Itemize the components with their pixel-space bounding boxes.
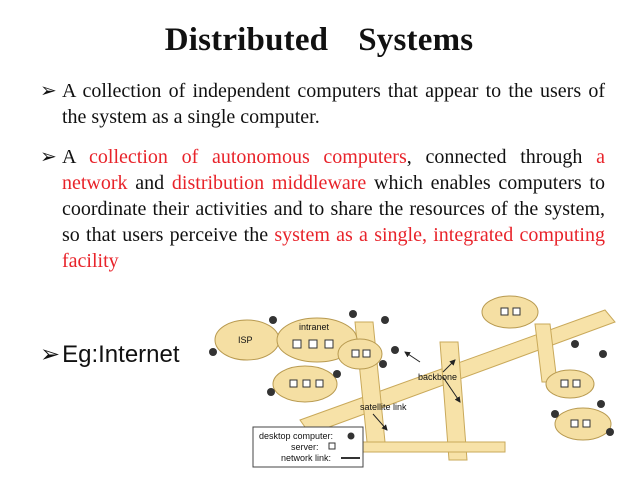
desktop-computer-icons: [209, 310, 614, 436]
isp-cloud: ISP: [214, 319, 280, 361]
legend-desktop-icon: [347, 432, 355, 440]
bullet-2-highlight: system as a single, integrated computing…: [62, 224, 605, 272]
legend-desktop-label: desktop computer:: [259, 431, 333, 441]
bullet-2-part: A: [62, 146, 90, 168]
example-bullet: ➢Eg:Internet: [40, 340, 180, 369]
server-icons: [289, 307, 591, 428]
intranet-label: intranet: [299, 322, 330, 332]
bullet-2-highlight: collection of autonomous computers: [89, 146, 407, 168]
bullet-2-highlight: a network: [62, 146, 606, 194]
example-text: Eg:Internet: [62, 341, 180, 368]
legend-server-label: server:: [291, 442, 319, 452]
isp-label: ISP: [238, 335, 253, 345]
bullet-arrow-icon: ➢: [40, 80, 57, 102]
bullet-2-part: and: [127, 172, 172, 194]
network-diagram: ISP intranet: [209, 295, 616, 468]
bullet-2-highlight: distribution middleware: [171, 172, 367, 194]
bullet-2: ➢ A collection of autonomous computers, …: [40, 144, 605, 274]
bullet-2-part: , connected through: [406, 146, 597, 168]
bullet-2-text: A collection of autonomous computers, co…: [62, 144, 605, 274]
intranet-cloud: intranet: [276, 317, 358, 363]
bullet-2-part: which enables computers to coordinate th…: [62, 172, 605, 246]
bullet-1-text: A collection of independent computers th…: [62, 80, 605, 128]
title-word-1: Distributed: [164, 22, 329, 58]
bullet-1: ➢ A collection of independent computers …: [40, 78, 605, 130]
diagram-legend: desktop computer: server: network link:: [252, 426, 364, 468]
title-word-2: Systems: [358, 22, 474, 58]
bullet-arrow-icon: ➢: [40, 342, 61, 368]
slide-title: Distributed Systems: [0, 22, 638, 59]
legend-server-icon: [328, 442, 336, 450]
legend-link-label: network link:: [281, 453, 331, 463]
diagram-arrows: [372, 351, 461, 431]
bullet-arrow-icon: ➢: [40, 146, 57, 168]
backbone-label: backbone: [418, 372, 457, 382]
satellite-label: satellite link: [360, 402, 407, 412]
